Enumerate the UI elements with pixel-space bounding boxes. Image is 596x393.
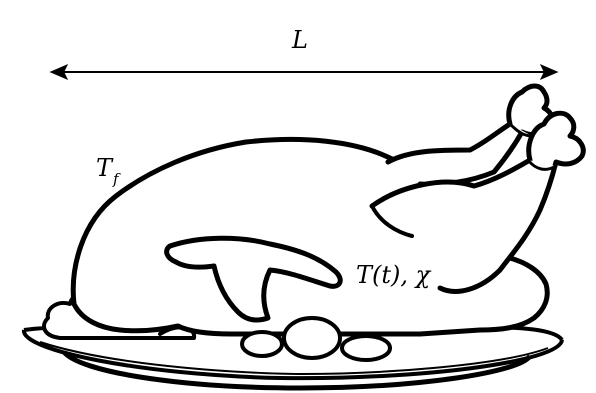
length-label: L: [292, 26, 308, 54]
drumstick-lower: [369, 110, 586, 294]
length-dimension-arrow: [49, 64, 559, 80]
body-temperature-label: T(t), χ: [356, 261, 431, 289]
fluid-temperature-symbol: T: [96, 154, 113, 182]
turkey-wing: [164, 235, 343, 323]
potatoes: [240, 316, 392, 362]
fluid-temperature-subscript: f: [113, 170, 119, 188]
fluid-temperature-label: Tf: [96, 154, 119, 187]
